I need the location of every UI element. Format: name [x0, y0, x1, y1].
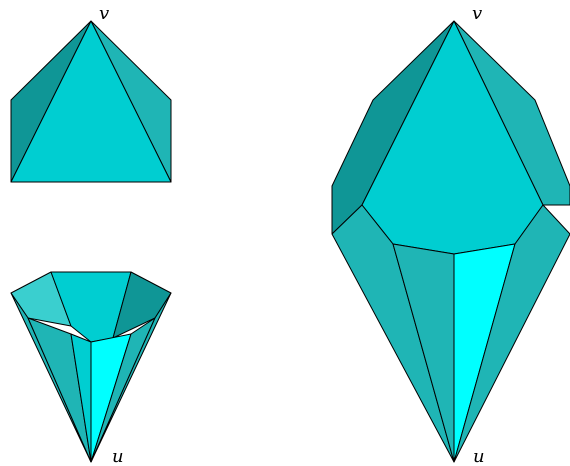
- r-top-vertex-label: v: [472, 3, 482, 24]
- bottom-left-cone: u: [10, 271, 172, 466]
- r-bottom-vertex-label: u: [473, 446, 485, 466]
- top-left-pyramid: v: [10, 3, 172, 183]
- tl-front-face: [10, 20, 172, 183]
- right-polytope: v u: [331, 3, 570, 466]
- tl-vertex-label: v: [99, 3, 109, 24]
- r-lower-right-outer: [453, 204, 570, 463]
- bl-side-6: [90, 292, 172, 463]
- bl-vertex-label: u: [112, 446, 124, 466]
